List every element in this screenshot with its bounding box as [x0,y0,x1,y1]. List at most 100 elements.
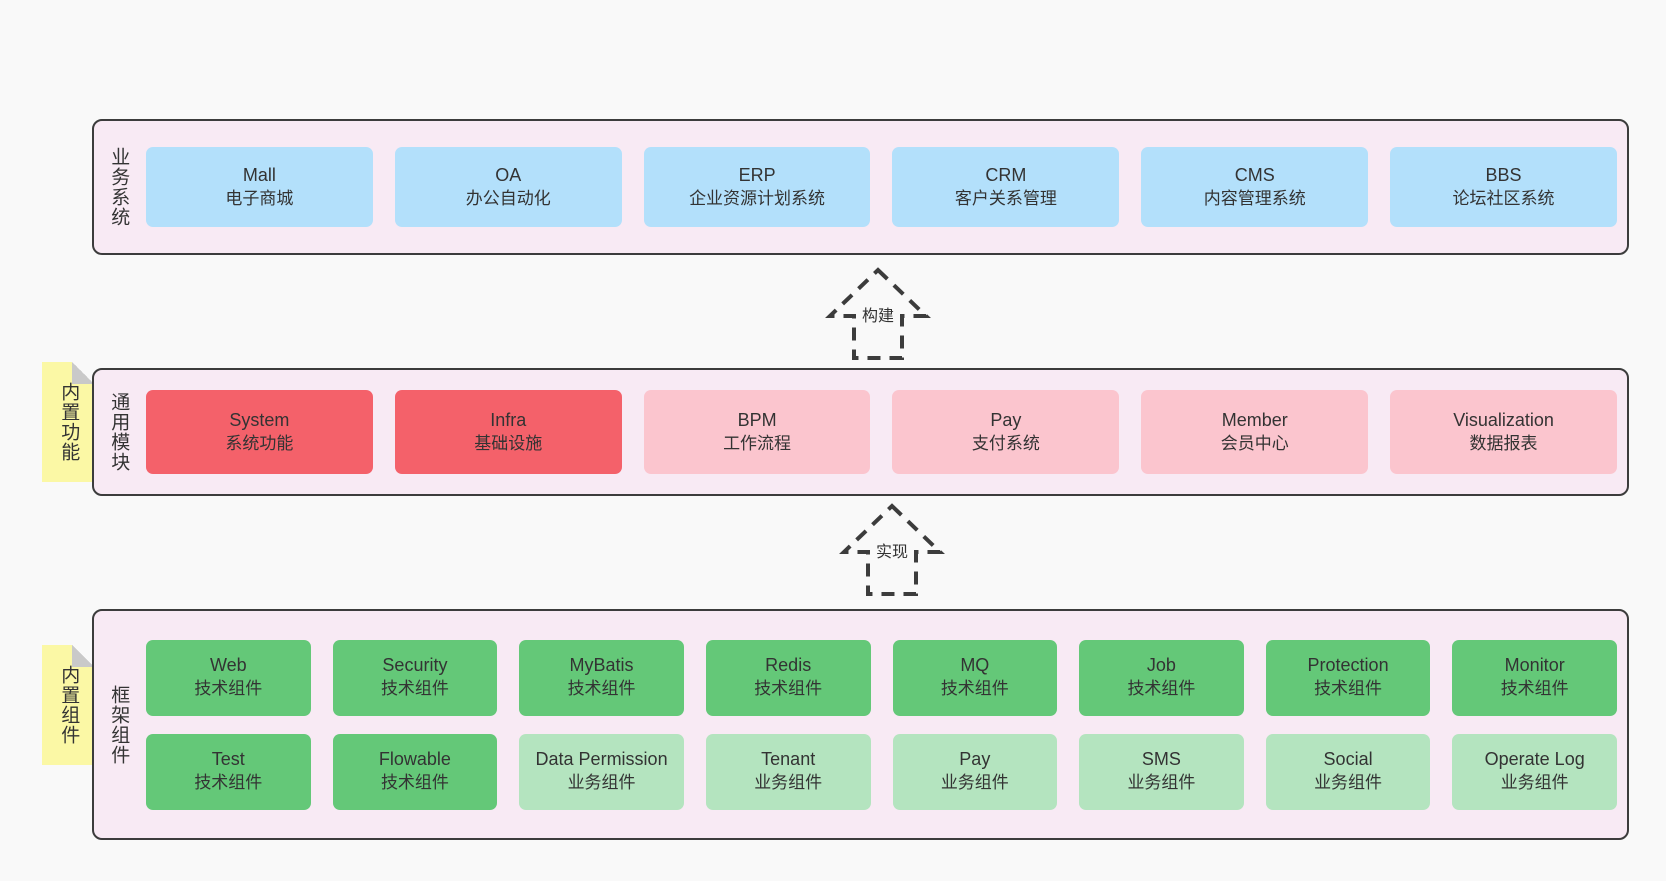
connector-build-label: 构建 [861,308,895,325]
card-title-cn: 业务组件 [1127,773,1196,793]
card-title-cn: 会员中心 [1220,433,1289,453]
note-builtin-components: 内置组件 [42,645,94,765]
layer-title-common-modules: 通用模块 [108,392,130,472]
card-erp[interactable]: ERP 企业资源计划系统 [643,147,871,227]
card-infra[interactable]: Infra 基础设施 [394,390,622,474]
card-title-en: Job [1146,655,1176,676]
card-cms[interactable]: CMS 内容管理系统 [1141,147,1369,227]
card-title-en: Infra [490,409,527,430]
card-member[interactable]: Member 会员中心 [1141,390,1369,474]
card-title-cn: 支付系统 [971,433,1040,453]
card-title-cn: 业务组件 [754,773,823,793]
card-pay[interactable]: Pay 业务组件 [892,733,1058,810]
card-title-cn: 业务组件 [1500,773,1569,793]
card-title-en: ERP [738,164,776,185]
card-title-cn: 数据报表 [1469,433,1538,453]
card-title-cn: 技术组件 [1314,679,1383,699]
card-title-en: Test [211,749,245,770]
card-web[interactable]: Web 技术组件 [146,639,311,716]
card-title-cn: 客户关系管理 [954,188,1057,208]
card-title-cn: 电子商城 [225,188,294,208]
card-title-en: MyBatis [569,655,634,676]
card-title-cn: 业务组件 [567,773,636,793]
card-tenant[interactable]: Tenant 业务组件 [705,733,871,810]
layer-body-common-modules: System 系统功能 Infra 基础设施 BPM 工作流程 Pay 支付系统 Member 会… [142,370,1627,494]
card-title-cn: 技术组件 [1127,679,1196,699]
card-title-cn: 业务组件 [1314,773,1383,793]
card-title-cn: 技术组件 [194,773,263,793]
card-title-cn: 业务组件 [940,773,1009,793]
card-social[interactable]: Social 业务组件 [1265,733,1431,810]
card-title-cn: 技术组件 [380,679,449,699]
card-title-cn: 企业资源计划系统 [689,188,826,208]
card-protection[interactable]: Protection 技术组件 [1265,639,1431,716]
card-bpm[interactable]: BPM 工作流程 [643,390,871,474]
card-job[interactable]: Job 技术组件 [1079,639,1244,716]
module-card-row: System 系统功能 Infra 基础设施 BPM 工作流程 Pay 支付系统 Member 会… [146,390,1617,474]
card-title-en: System [229,409,290,430]
card-title-en: BPM [737,409,777,430]
card-title-en: Member [1221,409,1288,430]
layer-title-business-systems: 业务系统 [108,147,130,227]
card-title-en: Pay [959,749,991,770]
card-mybatis[interactable]: MyBatis 技术组件 [519,639,684,716]
card-title-en: Monitor [1504,655,1565,676]
card-monitor[interactable]: Monitor 技术组件 [1452,639,1617,716]
card-title-en: Flowable [378,749,451,770]
card-title-en: CMS [1234,164,1275,185]
card-data-permission[interactable]: Data Permission 业务组件 [519,733,684,810]
connector-implement: 实现 [812,500,972,596]
card-title-en: Web [209,655,247,676]
card-title-en: Tenant [761,749,816,770]
card-title-cn: 论坛社区系统 [1452,188,1555,208]
card-test[interactable]: Test 技术组件 [146,733,311,810]
card-sms[interactable]: SMS 业务组件 [1079,733,1244,810]
card-bbs[interactable]: BBS 论坛社区系统 [1390,147,1617,227]
card-title-cn: 技术组件 [940,679,1009,699]
card-pay[interactable]: Pay 支付系统 [892,390,1120,474]
card-system[interactable]: System 系统功能 [146,390,373,474]
card-title-en: Data Permission [535,749,668,770]
card-title-cn: 系统功能 [225,433,294,453]
card-title-cn: 内容管理系统 [1203,188,1306,208]
card-title-en: Operate Log [1484,749,1585,770]
card-title-en: MQ [960,655,990,676]
card-title-en: Redis [765,655,812,676]
card-mq[interactable]: MQ 技术组件 [892,639,1058,716]
card-mall[interactable]: Mall 电子商城 [146,147,373,227]
card-redis[interactable]: Redis 技术组件 [705,639,871,716]
card-title-cn: 技术组件 [380,773,449,793]
card-operate-log[interactable]: Operate Log 业务组件 [1452,733,1617,810]
connector-implement-label: 实现 [875,544,909,561]
card-crm[interactable]: CRM 客户关系管理 [892,147,1120,227]
card-title-en: Mall [242,164,276,185]
card-security[interactable]: Security 技术组件 [332,639,498,716]
card-title-en: CRM [985,164,1027,185]
card-title-cn: 技术组件 [1500,679,1569,699]
card-title-en: Protection [1307,655,1389,676]
card-title-en: Pay [990,409,1022,430]
card-title-cn: 工作流程 [723,433,792,453]
card-title-cn: 基础设施 [474,433,543,453]
card-title-cn: 办公自动化 [465,188,551,208]
card-title-en: Social [1323,749,1373,770]
card-flowable[interactable]: Flowable 技术组件 [332,733,498,810]
card-title-cn: 技术组件 [754,679,823,699]
layer-title-framework-components: 框架组件 [108,684,130,765]
card-title-cn: 技术组件 [194,679,263,699]
card-title-cn: 技术组件 [567,679,636,699]
card-title-en: Security [382,655,448,676]
card-title-en: SMS [1141,749,1181,770]
card-title-en: BBS [1485,164,1522,185]
